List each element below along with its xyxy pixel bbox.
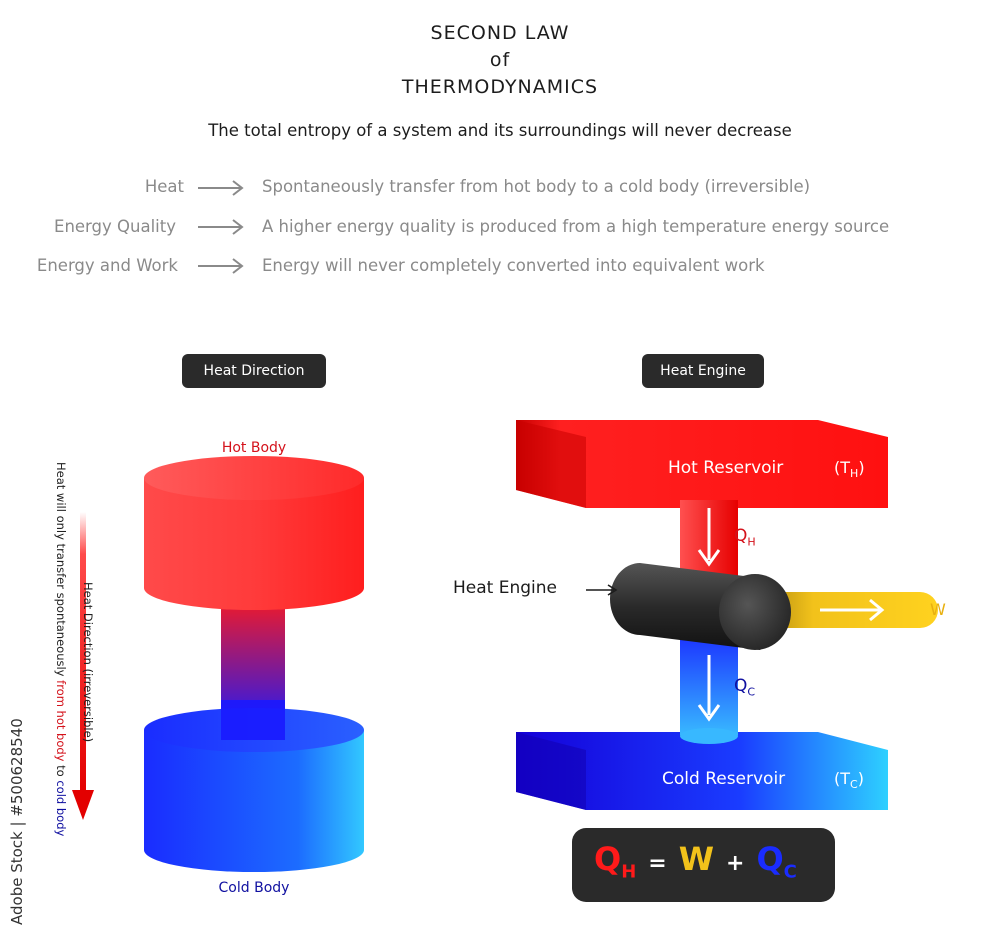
cold-temperature-label: (TC) <box>834 769 864 792</box>
heat-direction-arrow <box>80 512 86 794</box>
cold-body-label: Cold Body <box>218 880 290 896</box>
statement-label-energy-quality: Energy Quality <box>54 217 176 236</box>
statement-text-energy-work: Energy will never completely converted i… <box>262 256 765 275</box>
side-text-part4: cold body <box>54 780 68 837</box>
q-cold-subscript: C <box>747 685 756 699</box>
title-line-1: SECOND LAW <box>430 22 570 44</box>
q-hot-label: QH <box>734 526 756 548</box>
hot-temp-subscript: H <box>850 467 859 481</box>
equation-qh-symbol: Q <box>594 840 622 878</box>
title-line-2: of <box>489 49 511 71</box>
hot-body-cylinder <box>144 478 364 610</box>
equation-w: W <box>678 840 715 878</box>
equation-equals: = <box>648 851 667 876</box>
hot-reservoir-label: Hot Reservoir <box>668 458 784 478</box>
heat-engine-label: Heat Engine <box>453 578 557 598</box>
work-label: W <box>930 600 946 619</box>
cold-temp-subscript: C <box>850 778 858 792</box>
side-explanation: Heat will only transfer spontaneously fr… <box>54 462 68 836</box>
watermark: Adobe Stock | #500628540 <box>8 718 26 925</box>
hot-temp-symbol: T <box>840 458 851 477</box>
hot-reservoir <box>516 420 888 508</box>
heat-engine-tag: Heat Engine <box>642 354 764 388</box>
hot-temperature-label: (TH) <box>834 458 865 481</box>
cold-temp-symbol: T <box>840 769 851 788</box>
statement-label-heat: Heat <box>144 177 184 196</box>
equation-box <box>572 828 835 902</box>
hot-body-top <box>144 456 364 500</box>
equation: QH = W + QC <box>594 840 797 890</box>
statement-text-heat: Spontaneously transfer from hot body to … <box>262 177 811 196</box>
heat-direction-tag: Heat Direction <box>182 354 326 388</box>
cold-reservoir <box>516 732 888 810</box>
q-cold-label: QC <box>734 676 755 698</box>
equation-plus: + <box>726 851 745 876</box>
q-hot-symbol: Q <box>734 526 748 546</box>
equation-qc: QC <box>756 840 796 882</box>
arrow-right-icon <box>198 180 244 196</box>
side-text-part2: from hot body <box>54 680 68 762</box>
side-text-part1: Heat will only transfer spontaneously <box>54 462 68 681</box>
title-line-3: THERMODYNAMICS <box>401 76 599 98</box>
statement-text-energy-quality: A higher energy quality is produced from… <box>262 217 890 236</box>
equation-qc-subscript: C <box>783 861 797 883</box>
cold-reservoir-label: Cold Reservoir <box>662 769 786 789</box>
equation-qh: QH <box>594 840 636 882</box>
equation-qh-subscript: H <box>621 861 637 883</box>
subtitle: The total entropy of a system and its su… <box>208 121 792 140</box>
cold-body-cylinder <box>144 730 364 872</box>
heat-engine-cap <box>719 574 791 650</box>
hot-body-label: Hot Body <box>221 440 287 456</box>
arrow-right-icon <box>198 258 244 274</box>
arrow-right-icon <box>198 219 244 235</box>
side-text-part3: to <box>54 761 68 781</box>
heat-direction-arrow-label: Heat Direction (irreversible) <box>81 582 95 743</box>
statement-label-energy-work: Energy and Work <box>36 256 178 275</box>
q-cold-symbol: Q <box>734 676 748 696</box>
q-hot-subscript: H <box>747 535 756 549</box>
equation-qc-symbol: Q <box>756 840 784 878</box>
arrow-down-icon <box>72 790 94 820</box>
